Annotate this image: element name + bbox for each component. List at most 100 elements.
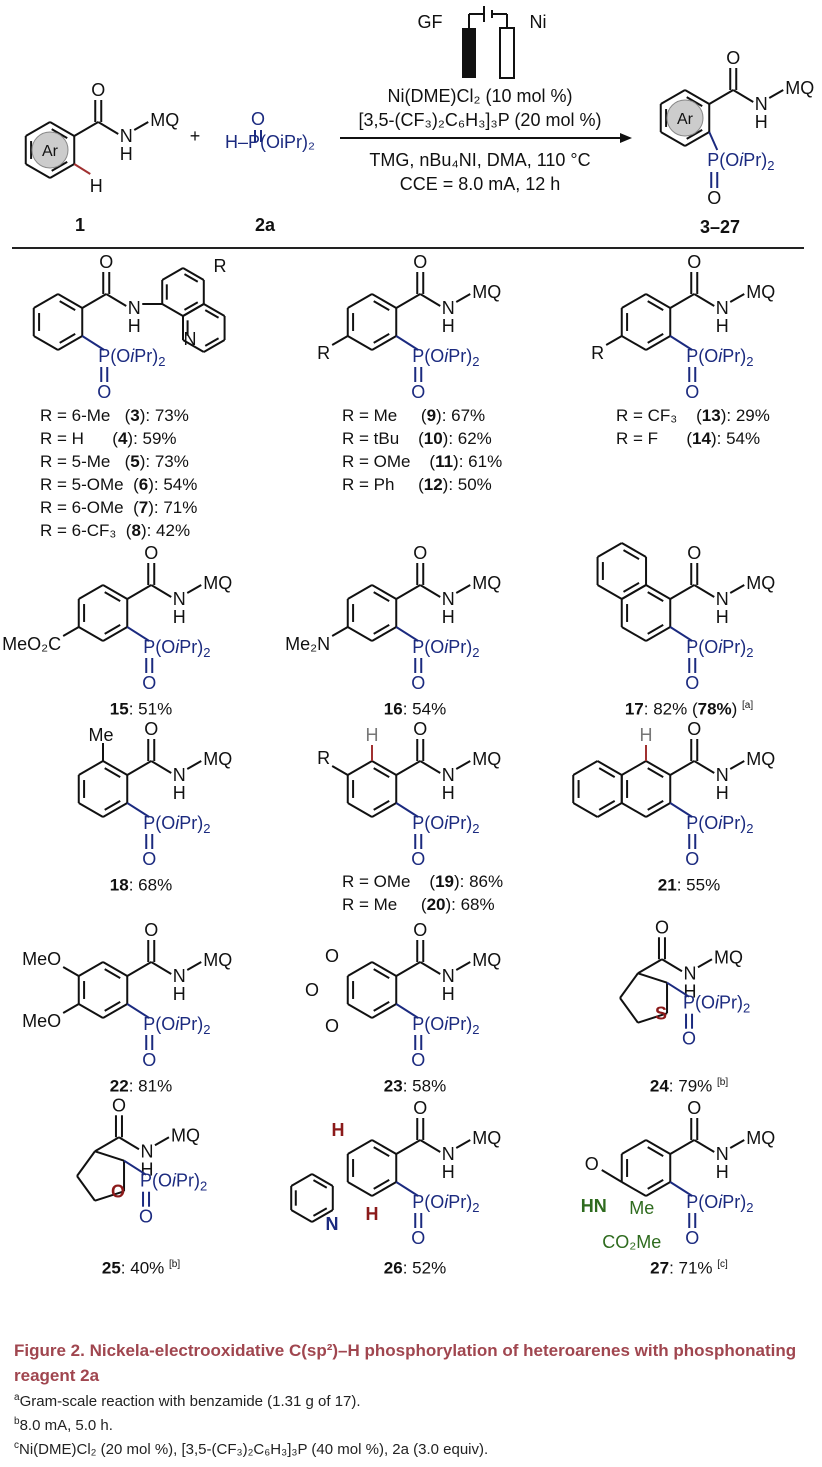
yield-value: : 79%	[668, 1076, 717, 1096]
bond	[154, 1136, 170, 1147]
mq-label: MQ	[746, 749, 775, 769]
quinoline-nitrogen: N	[184, 329, 197, 349]
compound-number: 11	[435, 452, 454, 471]
condition-current: CCE = 8.0 mA, 12 h	[399, 174, 561, 194]
label-part: 2	[472, 645, 479, 660]
bond	[622, 582, 640, 593]
bond	[395, 1181, 419, 1197]
label-part: i	[718, 346, 723, 366]
yield-label: 27: 71% [c]	[556, 1253, 822, 1280]
bond	[622, 549, 640, 560]
mq-label: MQ	[472, 1128, 501, 1148]
label-part: Pr)	[719, 993, 743, 1013]
label-part: P(O	[412, 1192, 444, 1212]
bond	[104, 968, 121, 979]
bond	[62, 1003, 80, 1014]
phosphonate-label: P(OiPr)2	[412, 813, 479, 836]
footnote-mark: [b]	[717, 1077, 729, 1088]
bond	[395, 760, 421, 776]
bond	[347, 626, 373, 642]
bond	[619, 972, 639, 999]
bond	[621, 1139, 647, 1155]
yield-line: R = 6-CF₃ (8): 42%	[40, 521, 191, 540]
r-group: R = Me	[342, 406, 417, 425]
carbonyl-oxygen: O	[413, 920, 427, 940]
label-part: i	[444, 346, 449, 366]
bond	[645, 584, 671, 600]
carbonyl-oxygen: O	[413, 252, 427, 272]
mq-label: MQ	[171, 1125, 200, 1145]
bond	[126, 626, 150, 642]
divider-line	[12, 247, 804, 249]
bond	[645, 802, 671, 818]
amide-nitrogen: N	[128, 298, 141, 318]
bond	[693, 1139, 715, 1153]
amide-hydrogen: H	[716, 783, 729, 803]
bond	[371, 1139, 397, 1155]
bond	[94, 1150, 125, 1162]
yield-label: R = 6-Me (3): 73%R = H (4): 59%R = 5-Me …	[8, 404, 306, 542]
carbonyl-oxygen: O	[413, 543, 427, 563]
amide-hydrogen: H	[173, 984, 186, 1004]
phosphoryl-oxygen: O	[142, 1050, 156, 1070]
amide-nitrogen: N	[683, 963, 696, 983]
footnote-mark: [b]	[169, 1259, 181, 1270]
label-part: Pr)	[179, 637, 203, 657]
footnote-mark: [c]	[717, 1259, 728, 1270]
amide-nitrogen: N	[140, 1141, 153, 1161]
yield-value: 86%	[469, 872, 504, 891]
phosphoryl-oxygen: O	[411, 849, 425, 869]
yield-value: : 51%	[128, 699, 173, 719]
phosphoryl-oxygen: O	[139, 1207, 153, 1227]
amide-nitrogen: N	[173, 589, 186, 609]
bond	[331, 626, 349, 637]
label-part: i	[715, 993, 720, 1013]
bond	[684, 89, 710, 105]
bond	[395, 1139, 421, 1155]
bond	[621, 760, 647, 776]
phosphoryl-oxygen: O	[685, 849, 699, 869]
bond	[686, 129, 703, 140]
bond	[331, 335, 349, 346]
bond	[373, 1146, 390, 1157]
alanine-methyl: Me	[629, 1198, 654, 1218]
amide-hydrogen: H	[716, 607, 729, 627]
compound-number: 14	[692, 429, 711, 448]
label-part: P(O	[686, 637, 718, 657]
label-part: i	[718, 1192, 723, 1212]
label-part: Pr)	[448, 637, 472, 657]
bond	[596, 802, 623, 818]
amide-nitrogen: N	[716, 1144, 729, 1164]
bond	[621, 335, 647, 351]
yield-line: R = 5-Me (5): 73%	[40, 452, 189, 471]
label-part: P(O	[412, 1014, 444, 1034]
bond	[150, 584, 172, 598]
mq-label: MQ	[472, 950, 501, 970]
bond	[605, 335, 623, 346]
bond	[51, 161, 68, 172]
label-part: 2	[203, 1022, 210, 1037]
bond	[395, 335, 419, 351]
yield-label: 24: 79% [b]	[556, 1071, 822, 1098]
footnote-b: b8.0 mA, 5.0 h.	[14, 1416, 113, 1434]
yield-value: : 81%	[128, 1076, 173, 1096]
bond	[347, 1181, 373, 1197]
bond	[419, 1139, 441, 1153]
bond	[598, 800, 616, 811]
label-part: i	[175, 1014, 180, 1034]
bond	[104, 591, 121, 602]
bond	[59, 300, 76, 311]
yield-value: 29%	[735, 406, 770, 425]
bond	[637, 972, 668, 984]
dioxole-oxygen: O	[325, 946, 339, 966]
bond	[647, 591, 664, 602]
compound-number: 23	[383, 1076, 403, 1096]
bond	[669, 1181, 693, 1197]
gf-electrode	[462, 28, 476, 78]
aryl-label: Ar	[42, 143, 59, 160]
label-part: P(O	[412, 637, 444, 657]
